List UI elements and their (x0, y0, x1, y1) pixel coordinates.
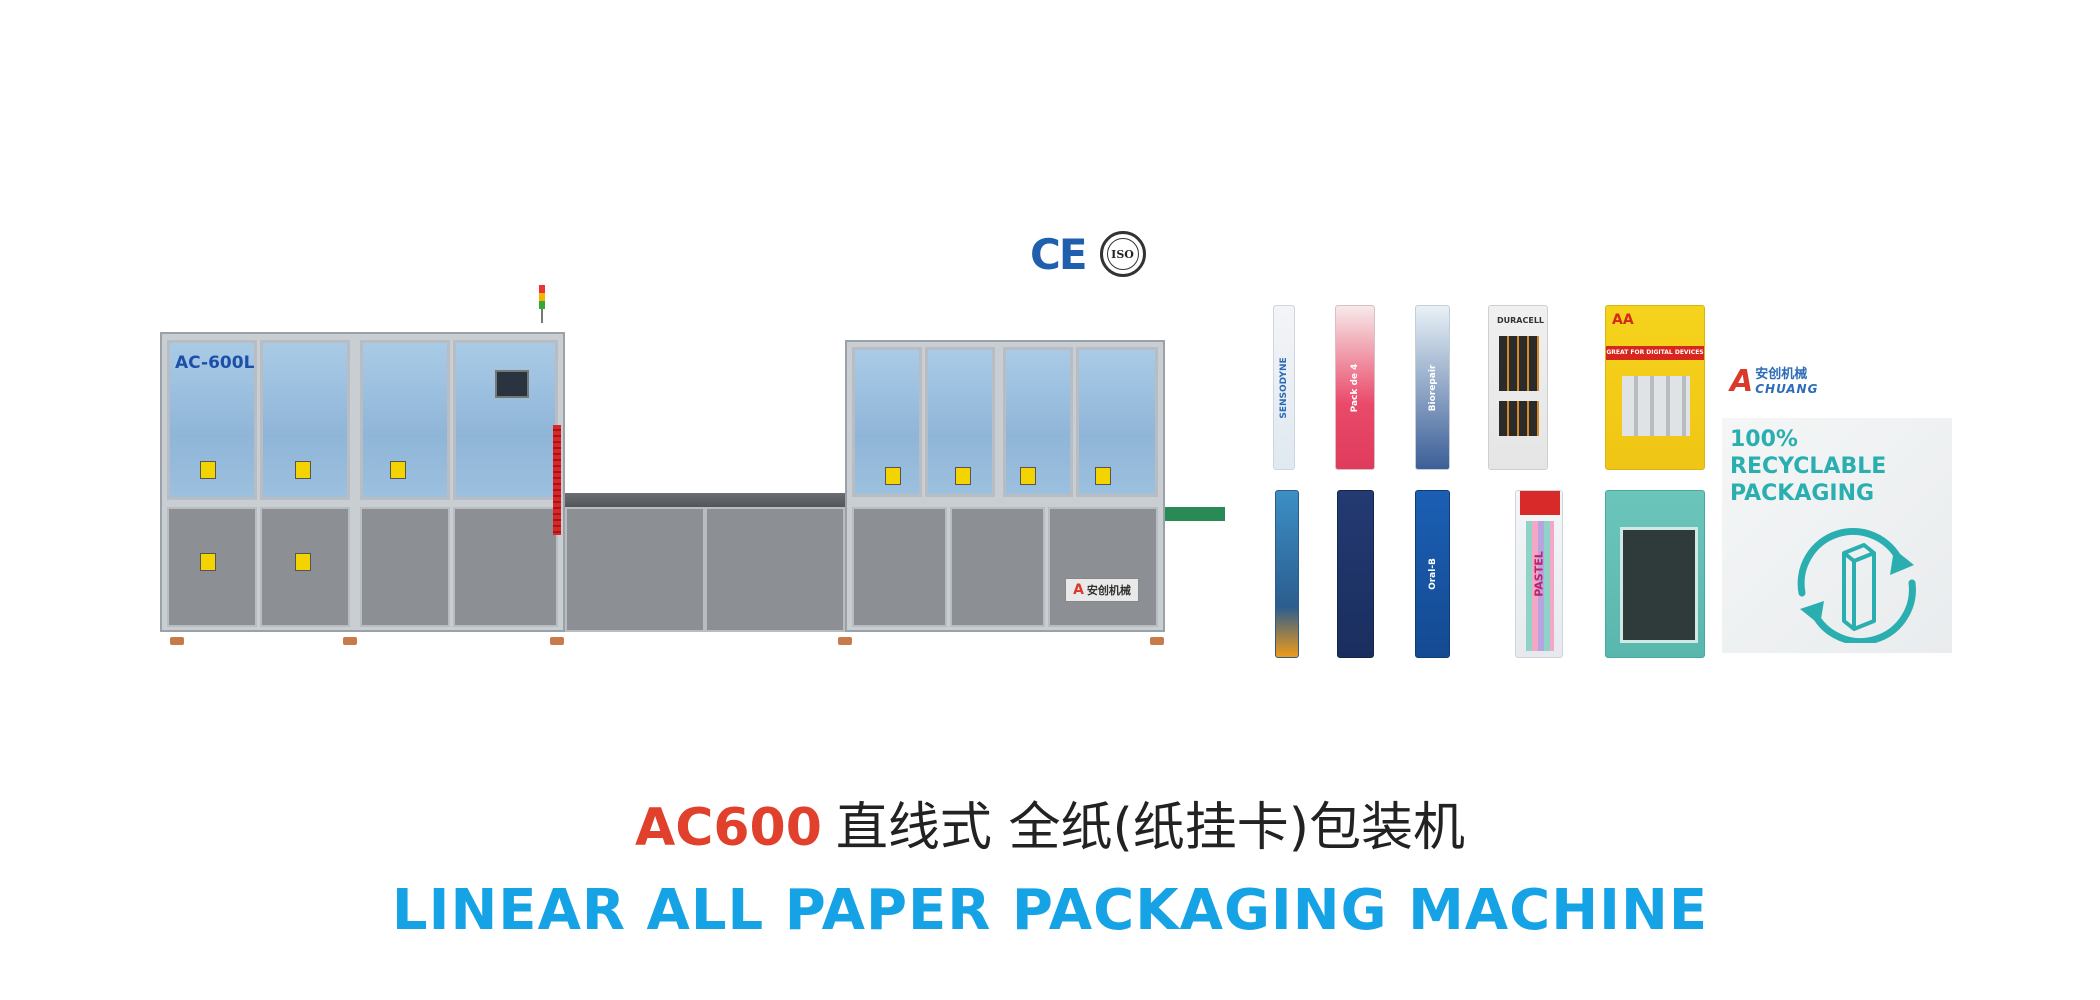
product-toothbrush-pack (1275, 490, 1299, 658)
conveyor-top (565, 493, 845, 509)
plate-logo-mark: A (1073, 582, 1084, 598)
product-blister-pack (1605, 490, 1705, 658)
warning-sticker-icon (390, 461, 406, 479)
window-panel (453, 340, 558, 500)
cabinet-door (453, 507, 558, 627)
cabinet-door (950, 507, 1045, 627)
recyclable-line-3: PACKAGING (1730, 481, 1875, 506)
recyclable-line-1: 100% (1730, 427, 1798, 452)
warning-sticker-icon (295, 553, 311, 571)
recycle-icon (1797, 528, 1916, 643)
warning-sticker-icon (955, 467, 971, 485)
window-panel (1003, 347, 1073, 497)
model-name: AC600 (634, 798, 822, 858)
window-panel (260, 340, 350, 500)
cabinet-door (705, 507, 845, 632)
brand-name-en: CHUANG (1755, 382, 1819, 396)
product-label: Pack de 4 (1350, 363, 1360, 412)
recyclable-text: 100% RECYCLABLE PACKAGING (1730, 426, 1886, 507)
warning-sticker-icon (1020, 467, 1036, 485)
cabinet-door (565, 507, 705, 632)
product-label: SENSODYNE (1279, 356, 1289, 419)
warning-sticker-icon (200, 461, 216, 479)
product-toothbrush-pack (1337, 490, 1374, 658)
ce-mark: CE (1030, 229, 1087, 279)
cabinet-door (852, 507, 947, 627)
machine-foot (838, 637, 852, 645)
brand-name-cn: 安创机械 (1755, 367, 1808, 382)
packaging-machine-illustration: AC-600L A 安创机械 (155, 285, 1225, 665)
air-hose (553, 425, 561, 535)
machine-model-label: AC-600L (175, 353, 255, 373)
title-cn-text: 直线式 全纸(纸挂卡)包装机 (835, 798, 1466, 858)
machine-brand-plate: A 安创机械 (1065, 578, 1139, 602)
output-belt (1165, 507, 1225, 521)
product-label: PASTEL (1532, 551, 1546, 597)
window-panel (1076, 347, 1158, 497)
warning-sticker-icon (1095, 467, 1111, 485)
recyclable-packaging-badge: 100% RECYCLABLE PACKAGING (1722, 418, 1952, 653)
product-battery-pack: AA GREAT FOR DIGITAL DEVICES (1605, 305, 1705, 470)
product-label: GREAT FOR DIGITAL DEVICES (1606, 346, 1704, 360)
product-battery-pack: DURACELL (1488, 305, 1548, 470)
brand-logo-mark: A (1730, 364, 1754, 399)
product-label: Oral-B (1427, 558, 1438, 590)
certification-marks: CE ISO (1030, 228, 1146, 280)
cabinet-door (1048, 507, 1158, 627)
page-title-en: LINEAR ALL PAPER PACKAGING MACHINE (391, 878, 1709, 943)
iso-mark: ISO (1099, 231, 1146, 277)
machine-foot (170, 637, 184, 645)
product-toothbrush-pack: Oral-B (1415, 490, 1450, 658)
control-screen (495, 370, 529, 398)
product-toothbrush-pack: SENSODYNE (1273, 305, 1295, 470)
product-label: DURACELL (1497, 316, 1545, 325)
warning-sticker-icon (295, 461, 311, 479)
machine-foot (343, 637, 357, 645)
machine-foot (550, 637, 564, 645)
plate-text: 安创机械 (1086, 584, 1131, 597)
recyclable-line-2: RECYCLABLE (1730, 454, 1887, 479)
warning-sticker-icon (200, 553, 216, 571)
product-label: Biorepair (1427, 364, 1438, 411)
machine-foot (1150, 637, 1164, 645)
cabinet-door (360, 507, 450, 627)
product-label: AA (1612, 312, 1634, 328)
brand-logo: A 安创机械 CHUANG (1730, 364, 1819, 399)
signal-lamp (539, 285, 545, 323)
product-toothbrush-pack: Biorepair (1415, 305, 1450, 470)
warning-sticker-icon (885, 467, 901, 485)
product-pencil-pack: PASTEL (1515, 490, 1563, 658)
product-toothbrush-pack: Pack de 4 (1335, 305, 1375, 470)
